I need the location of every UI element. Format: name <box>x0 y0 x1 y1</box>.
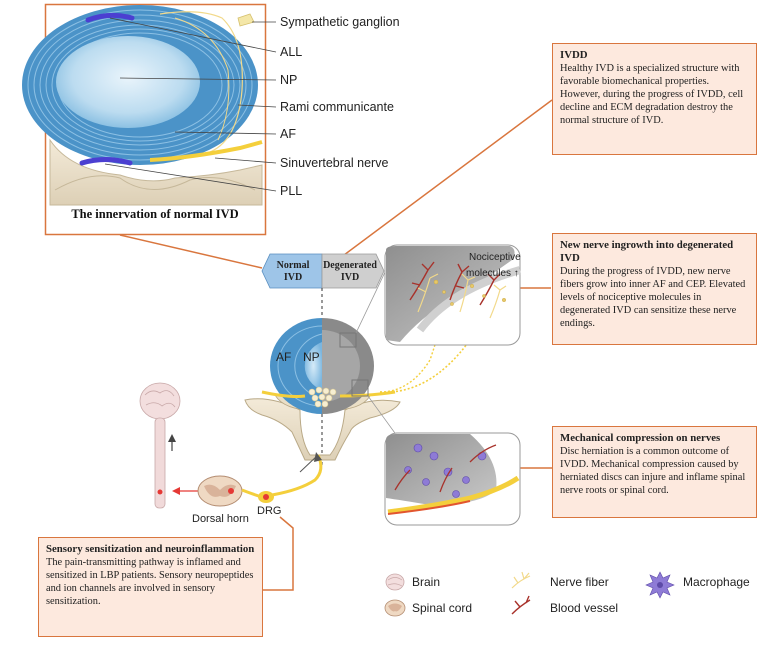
label-af: AF <box>280 127 296 141</box>
label-np: NP <box>280 73 297 87</box>
ivdd-title: IVDD <box>560 49 588 61</box>
toggle-degen-line1: Degenerated <box>323 260 377 271</box>
pll-ligament <box>79 157 133 166</box>
sensory-text: The pain-transmitting pathway is inflame… <box>46 557 254 607</box>
legend-brain-icon <box>385 573 405 591</box>
degenerated-ivd-tab <box>321 253 385 289</box>
compression-box: Mechanical compression on nerves Disc he… <box>552 426 757 518</box>
legend-label-nerve-fiber: Nerve fiber <box>550 575 609 589</box>
normal-ivd-tab <box>261 253 323 289</box>
inset-compression <box>384 432 521 526</box>
ingrowth-text: During the progress of IVDD, new nerve f… <box>560 266 746 329</box>
legend-label-spinal-cord: Spinal cord <box>412 601 472 615</box>
inset-nerve-ingrowth: Nociceptive molecules ↑ <box>384 244 521 346</box>
central-vertebra <box>244 269 511 461</box>
normal-ivd-panel <box>22 3 277 236</box>
spinal-cord-section <box>197 475 243 507</box>
label-drg: DRG <box>257 505 281 517</box>
normal-panel-labels: Sympathetic ganglion ALL NP Rami communi… <box>280 15 400 198</box>
legend-blood-vessel-icon <box>511 595 531 615</box>
disc-labels: AF NP <box>276 350 320 364</box>
legend-label-macrophage: Macrophage <box>683 575 750 589</box>
sensory-box: Sensory sensitization and neuroinflammat… <box>38 537 263 637</box>
sensory-title: Sensory sensitization and neuroinflammat… <box>46 543 255 555</box>
disc-label-af: AF <box>276 350 291 364</box>
ingrowth-title: New nerve ingrowth into degenerated IVD <box>560 239 734 264</box>
normal-panel-caption: The innervation of normal IVD <box>71 207 239 221</box>
brain-small <box>139 382 181 509</box>
legend: Brain Spinal cord Nerve fiber Blood vess… <box>384 571 750 617</box>
pain-pathway: Dorsal horn DRG <box>139 382 323 525</box>
label-sinuvertebral: Sinuvertebral nerve <box>280 156 388 170</box>
legend-macrophage-icon <box>645 571 675 599</box>
ivd-state-toggle: Normal IVD Degenerated IVD <box>261 253 385 289</box>
legend-nerve-fiber-icon <box>511 571 531 589</box>
label-all: ALL <box>280 45 302 59</box>
inset-label-nociceptive: Nociceptive <box>469 252 521 263</box>
legend-label-blood-vessel: Blood vessel <box>550 601 618 615</box>
toggle-normal-line2: IVD <box>284 272 302 283</box>
ingrowth-box: New nerve ingrowth into degenerated IVD … <box>552 233 757 345</box>
toggle-normal-line1: Normal <box>277 260 310 271</box>
sinuvertebral-nerve <box>149 140 263 162</box>
label-rami: Rami communicante <box>280 100 394 114</box>
compression-title: Mechanical compression on nerves <box>560 432 721 444</box>
label-dorsal-horn: Dorsal horn <box>192 513 249 525</box>
connector-lines <box>119 99 553 591</box>
inset-label-molecules: molecules ↑ <box>466 268 519 279</box>
all-ligament <box>85 12 135 23</box>
legend-spinal-cord-icon <box>384 599 406 617</box>
toggle-degen-line2: IVD <box>341 272 359 283</box>
label-pll: PLL <box>280 184 302 198</box>
nucleus-pulposus <box>56 36 200 128</box>
legend-label-brain: Brain <box>412 575 440 589</box>
ivdd-text: Healthy IVD is a specialized structure w… <box>560 63 744 126</box>
label-sympathetic-ganglion: Sympathetic ganglion <box>280 15 400 29</box>
disc-label-np: NP <box>303 350 320 364</box>
compression-text: Disc herniation is a common outcome of I… <box>560 446 746 496</box>
ivdd-box: IVDD Healthy IVD is a specialized struct… <box>552 43 757 155</box>
